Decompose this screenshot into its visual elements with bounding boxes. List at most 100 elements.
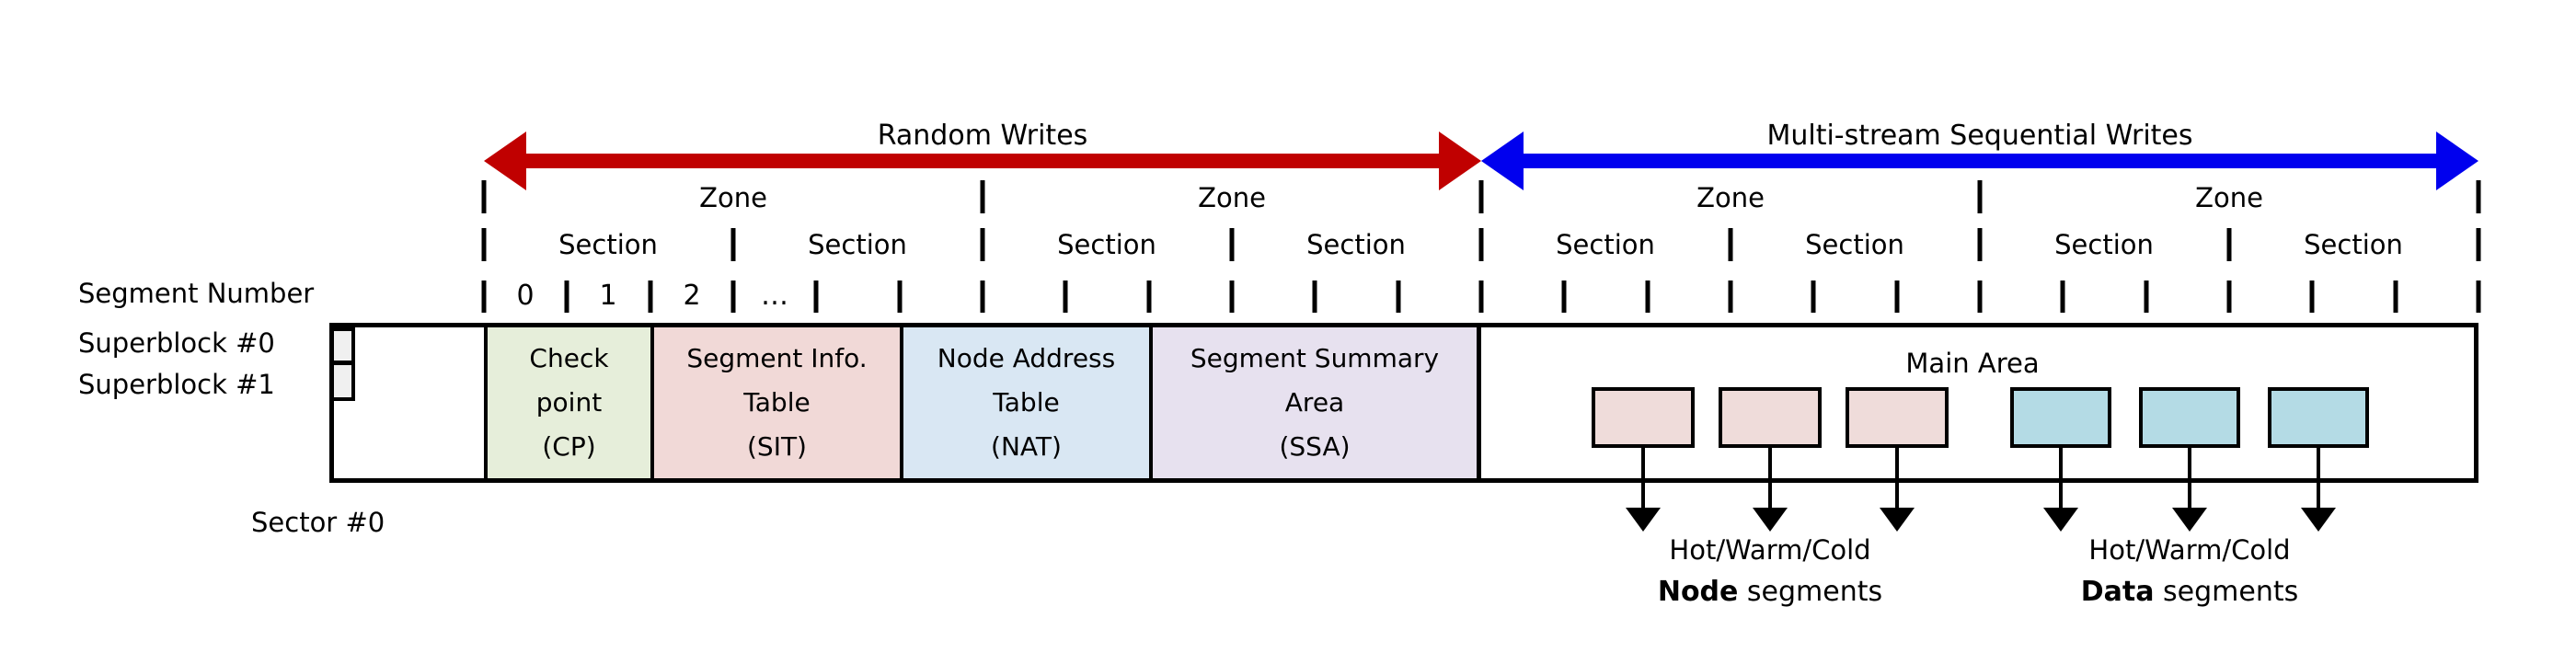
segment-number-row-label: Segment Number [78,278,315,309]
block-node-address-table-line-2: (NAT) [991,431,1062,462]
data-segments-bold: Data [2080,576,2155,608]
multistream-sequential-writes-label: Multi-stream Sequential Writes [1766,120,2193,152]
block-segment-info-table-line-0: Segment Info. [686,343,868,373]
segment-tick-1 [564,280,569,313]
data-segment-box-1-arrow-stem [2188,448,2191,509]
zone-divider-2 [1478,180,1484,213]
section-label-6: Section [2054,229,2154,260]
segment-tick-14 [1645,280,1650,313]
section-divider-4 [1478,228,1484,261]
zone-label-2: Zone [1696,182,1765,213]
segment-tick-6 [980,280,985,313]
segment-tick-10 [1312,280,1317,313]
section-label-1: Section [808,229,907,260]
sequential-writes-arrow-shaft [1520,154,2440,168]
block-checkpoint-line-1: point [535,387,603,418]
block-node-address-table-line-0: Node Address [937,343,1116,373]
segment-tick-13 [1561,280,1567,313]
segment-number-1: 1 [599,280,617,312]
data-segment-box-0-arrowhead-icon [2043,508,2078,532]
zone-divider-1 [980,180,985,213]
segment-tick-16 [1811,280,1816,313]
segment-tick-9 [1229,280,1235,313]
data-segments-label: Data segments [2081,576,2299,609]
random-writes-arrow-shaft [521,154,1444,168]
segment-tick-17 [1894,280,1900,313]
random-writes-label: Random Writes [877,120,1088,152]
data-segment-box-1 [2139,387,2240,448]
block-checkpoint: Check point (CP) [484,327,650,478]
data-segment-box-0 [2010,387,2111,448]
node-hot-warm-cold-label: Hot/Warm/Cold [1669,534,1871,566]
random-writes-arrowhead-right-icon [1439,132,1481,190]
node-segment-box-1-arrowhead-icon [1753,508,1788,532]
node-segment-box-1-arrow-stem [1768,448,1772,509]
segment-tick-20 [2144,280,2149,313]
node-segment-box-0-arrowhead-icon [1626,508,1661,532]
zone-label-1: Zone [1198,182,1266,213]
sequential-writes-arrowhead-right-icon [2436,132,2478,190]
data-segment-box-1-arrowhead-icon [2172,508,2207,532]
block-node-address-table-line-1: Table [993,387,1060,418]
segment-number-0: 0 [516,280,535,312]
node-segment-box-0-arrow-stem [1641,448,1645,509]
superblock0-label: Superblock #0 [78,327,275,359]
segment-tick-22 [2309,280,2315,313]
segment-tick-4 [813,280,819,313]
section-label-4: Section [1556,229,1655,260]
section-label-5: Section [1805,229,1904,260]
section-divider-1 [730,228,736,261]
data-segment-box-0-arrow-stem [2059,448,2063,509]
zone-divider-0 [481,180,487,213]
section-divider-7 [2226,228,2232,261]
block-checkpoint-line-0: Check [529,343,609,373]
section-divider-2 [980,228,985,261]
section-divider-6 [1977,228,1983,261]
zone-label-0: Zone [699,182,767,213]
zone-divider-3 [1977,180,1983,213]
section-divider-0 [481,228,487,261]
block-checkpoint-line-2: (CP) [542,431,596,462]
node-segments-bold: Node [1657,576,1739,608]
segment-number-3: … [761,280,788,312]
random-writes-arrowhead-left-icon [484,132,526,190]
node-segment-box-2 [1846,387,1949,448]
section-divider-3 [1229,228,1235,261]
segment-tick-15 [1728,280,1733,313]
superblock1-label: Superblock #1 [78,369,275,400]
segment-number-2: 2 [683,280,701,312]
main-area-label: Main Area [1905,348,2040,379]
zone-label-3: Zone [2195,182,2263,213]
block-segment-summary-area-line-1: Area [1284,387,1345,418]
segment-tick-23 [2393,280,2398,313]
segment-tick-2 [648,280,653,313]
block-segment-info-table-line-1: Table [743,387,811,418]
segment-tick-24 [2476,280,2481,313]
segment-tick-3 [730,280,736,313]
data-segments-rest: segments [2154,576,2299,608]
segment-tick-8 [1146,280,1152,313]
zone-divider-4 [2476,180,2481,213]
section-label-7: Section [2304,229,2403,260]
segment-tick-5 [897,280,903,313]
segment-tick-7 [1063,280,1068,313]
section-label-2: Section [1057,229,1156,260]
node-segment-box-2-arrow-stem [1895,448,1899,509]
segment-tick-19 [2060,280,2065,313]
section-divider-8 [2476,228,2481,261]
block-segment-summary-area-line-0: Segment Summary [1190,343,1440,373]
superblock0-box [330,327,355,364]
data-segment-box-2 [2268,387,2369,448]
sector0-label: Sector #0 [251,507,385,538]
data-segment-box-2-arrowhead-icon [2301,508,2336,532]
segment-tick-0 [481,280,487,313]
block-segment-summary-area-line-2: (SSA) [1279,431,1351,462]
sequential-writes-arrowhead-left-icon [1481,132,1524,190]
data-segment-box-2-arrow-stem [2317,448,2320,509]
segment-tick-18 [1977,280,1983,313]
node-segment-box-1 [1719,387,1822,448]
section-divider-5 [1728,228,1733,261]
